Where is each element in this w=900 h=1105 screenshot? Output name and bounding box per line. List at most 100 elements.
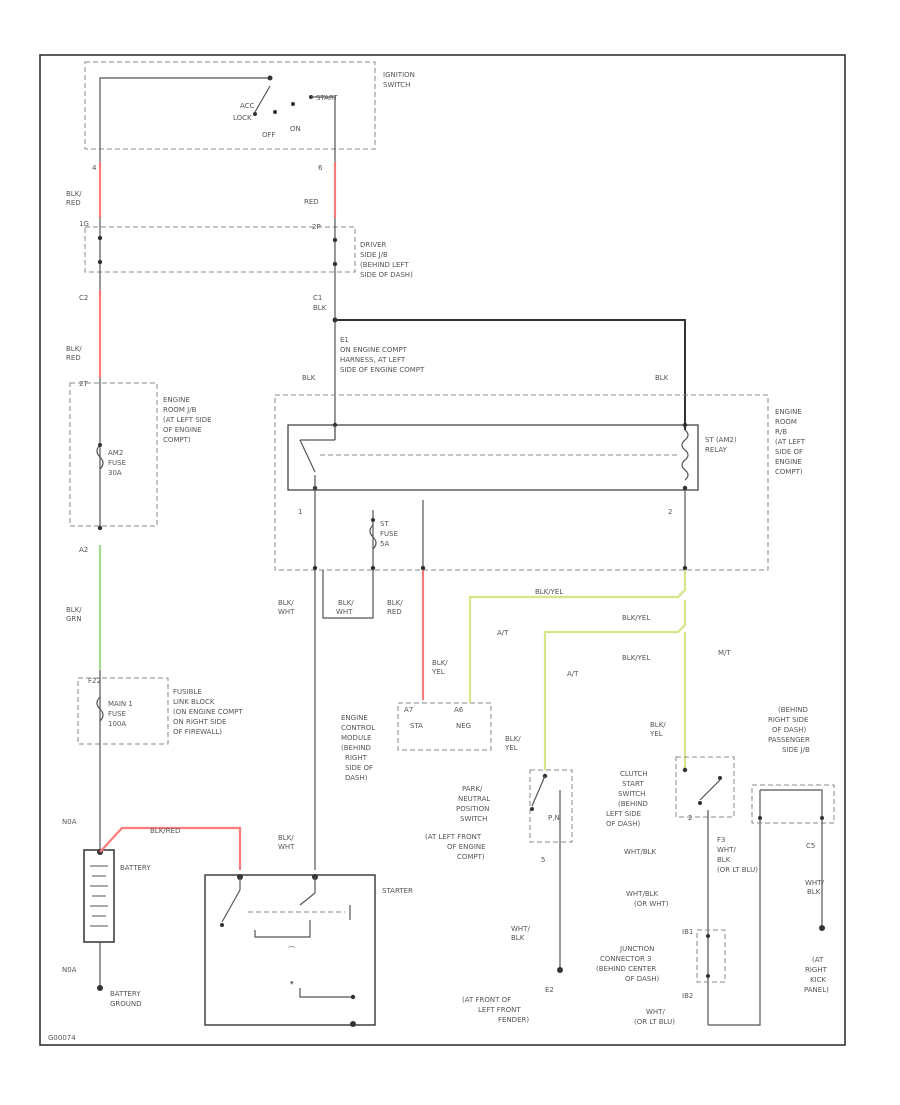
wire-blk-wht-1a: BLK/ xyxy=(278,599,294,607)
motor-symbol: ▾ xyxy=(290,979,294,987)
am2-fuse-2: FUSE xyxy=(108,459,126,467)
figure-id: G00074 xyxy=(48,1034,76,1042)
junction-3: (BEHIND CENTER xyxy=(596,965,656,973)
junction-connector: IB1 IB2 JUNCTION CONNECTOR 3 (BEHIND CEN… xyxy=(596,790,761,1026)
ground-e2: E2 xyxy=(545,986,554,994)
fusible-link-3: (ON ENGINE COMPT xyxy=(173,708,243,716)
ignition-lock: LOCK xyxy=(233,114,252,122)
clutch-6: OF DASH) xyxy=(606,820,641,828)
wire-blk-red-2b: RED xyxy=(66,354,81,362)
motor-icon: ⌒ xyxy=(288,946,295,954)
ignition-title-1: IGNITION xyxy=(383,71,415,79)
pn-label: P,N xyxy=(548,814,560,822)
wire-blk-wht-2a: BLK/ xyxy=(338,599,354,607)
pn-6: OF ENGINE xyxy=(447,843,486,851)
pin-a2: A2 xyxy=(79,546,88,554)
center-column: RED 2P DRIVER SIDE J/B (BEHIND LEFT SIDE… xyxy=(274,150,806,870)
ecm-1: ENGINE xyxy=(341,714,368,722)
st-relay-1: ST (AM2) xyxy=(705,436,737,444)
driver-jb-2: SIDE J/B xyxy=(360,251,388,259)
am2-fuse-1: AM2 xyxy=(108,449,123,457)
wire-wht-blk-3: WHT/BLK xyxy=(626,890,659,898)
st-fuse-3: 5A xyxy=(380,540,389,548)
ignition-acc: ACC xyxy=(240,102,255,110)
main-fuse-1: MAIN 1 xyxy=(108,700,133,708)
ecm-7: DASH) xyxy=(345,774,368,782)
am2-fuse-3: 30A xyxy=(108,469,122,477)
wht-blk-lt-blu: (OR LT BLU) xyxy=(717,866,758,874)
ecm-neg: NEG xyxy=(456,722,471,730)
wht-blk-lt-blu-2: (OR LT BLU) xyxy=(634,1018,675,1026)
engine-room-jb-1: ENGINE xyxy=(163,396,190,404)
pin-c5: C5 xyxy=(806,842,815,850)
starter-label: STARTER xyxy=(382,887,413,895)
wire-blk-yel-1b: YEL xyxy=(431,668,445,676)
pin-2: 2 xyxy=(668,508,672,516)
wire-blk-wht-1b: WHT xyxy=(278,608,295,616)
passenger-jb-3: OF DASH) xyxy=(772,726,807,734)
diagram-border xyxy=(39,54,846,1046)
pn-5: (AT LEFT FRONT xyxy=(425,833,482,841)
passenger-jb-2: RIGHT SIDE xyxy=(768,716,808,724)
harness-1: ON ENGINE COMPT xyxy=(340,346,408,354)
battery-ground-2: GROUND xyxy=(110,1000,142,1008)
right-kick-4: PANEL) xyxy=(804,986,829,994)
pin-2t: 2T xyxy=(79,380,88,388)
junction-4: OF DASH) xyxy=(625,975,660,983)
ecm-pin-a6: A6 xyxy=(454,706,464,714)
driver-jb-1: DRIVER xyxy=(360,241,387,249)
clutch-5: LEFT SIDE xyxy=(606,810,641,818)
ground-e2-loc-2: LEFT FRONT xyxy=(478,1006,521,1014)
wire-blk-wht-3b: WHT xyxy=(278,843,295,851)
n0a-bottom: N0A xyxy=(62,966,77,974)
wire-blk-1: BLK xyxy=(313,304,327,312)
wire-blk-grn-a: BLK/ xyxy=(66,606,82,614)
ground-e2-loc-1: (AT FRONT OF xyxy=(462,996,511,1004)
wire-blk-red-1b: RED xyxy=(66,199,81,207)
wire-wht-blk-6a: WHT/ xyxy=(805,879,824,887)
engine-room-rb-4: (AT LEFT xyxy=(775,438,806,446)
wire-blk-yel-3b: YEL xyxy=(649,730,663,738)
driver-jb-4: SIDE OF DASH) xyxy=(360,271,413,279)
pn-7: COMPT) xyxy=(457,853,485,861)
wire-blk-yel-1a: BLK/ xyxy=(432,659,448,667)
pin-ib2: IB2 xyxy=(682,992,693,1000)
fusible-link-5: OF FIREWALL) xyxy=(173,728,222,736)
n0a-top: N0A xyxy=(62,818,77,826)
right-kick-2: RIGHT xyxy=(805,966,828,974)
right-kick-3: KICK xyxy=(810,976,827,984)
st-fuse-2: FUSE xyxy=(380,530,398,538)
ecm-6: SIDE OF xyxy=(345,764,373,772)
pin-1g: 1G xyxy=(79,220,89,228)
wire-blk-red-3b: RED xyxy=(387,608,402,616)
fusible-link-1: FUSIBLE xyxy=(173,688,202,696)
harness-2: HARNESS, AT LEFT xyxy=(340,356,406,364)
park-neutral-switch: P,N PARK/ NEUTRAL POSITION SWITCH (AT LE… xyxy=(425,769,573,1024)
ecm-sta: STA xyxy=(410,722,423,730)
engine-room-rb-5: SIDE OF xyxy=(775,448,803,456)
wire-blk-red-2a: BLK/ xyxy=(66,345,82,353)
wire-blk-wht-3a: BLK/ xyxy=(278,834,294,842)
at-2: A/T xyxy=(567,670,579,678)
wire-blk-red-1a: BLK/ xyxy=(66,190,82,198)
junction-2: CONNECTOR 3 xyxy=(600,955,652,963)
blkyel-mid: BLK/YEL xyxy=(622,614,650,622)
ignition-title-2: SWITCH xyxy=(383,81,410,89)
pn-1: PARK/ xyxy=(462,785,483,793)
ecm-pin-a7: A7 xyxy=(404,706,413,714)
ignition-switch: IGNITION SWITCH ACC LOCK OFF ON START 4 … xyxy=(84,61,415,172)
engine-room-rb-1: ENGINE xyxy=(775,408,802,416)
pin-c1: C1 xyxy=(313,294,322,302)
clutch-1: CLUTCH xyxy=(620,770,648,778)
wire-blk-wht-2b: WHT xyxy=(336,608,353,616)
battery-ground-1: BATTERY xyxy=(110,990,141,998)
st-fuse-1: ST xyxy=(380,520,389,528)
engine-room-rb-2: ROOM xyxy=(775,418,797,426)
ignition-pin-left: 4 xyxy=(92,164,97,172)
ignition-pin-right: 6 xyxy=(318,164,323,172)
passenger-side-jb: (BEHIND RIGHT SIDE OF DASH) PASSENGER SI… xyxy=(751,706,835,994)
pn-2: NEUTRAL xyxy=(458,795,490,803)
driver-jb-3: (BEHIND LEFT xyxy=(360,261,409,269)
